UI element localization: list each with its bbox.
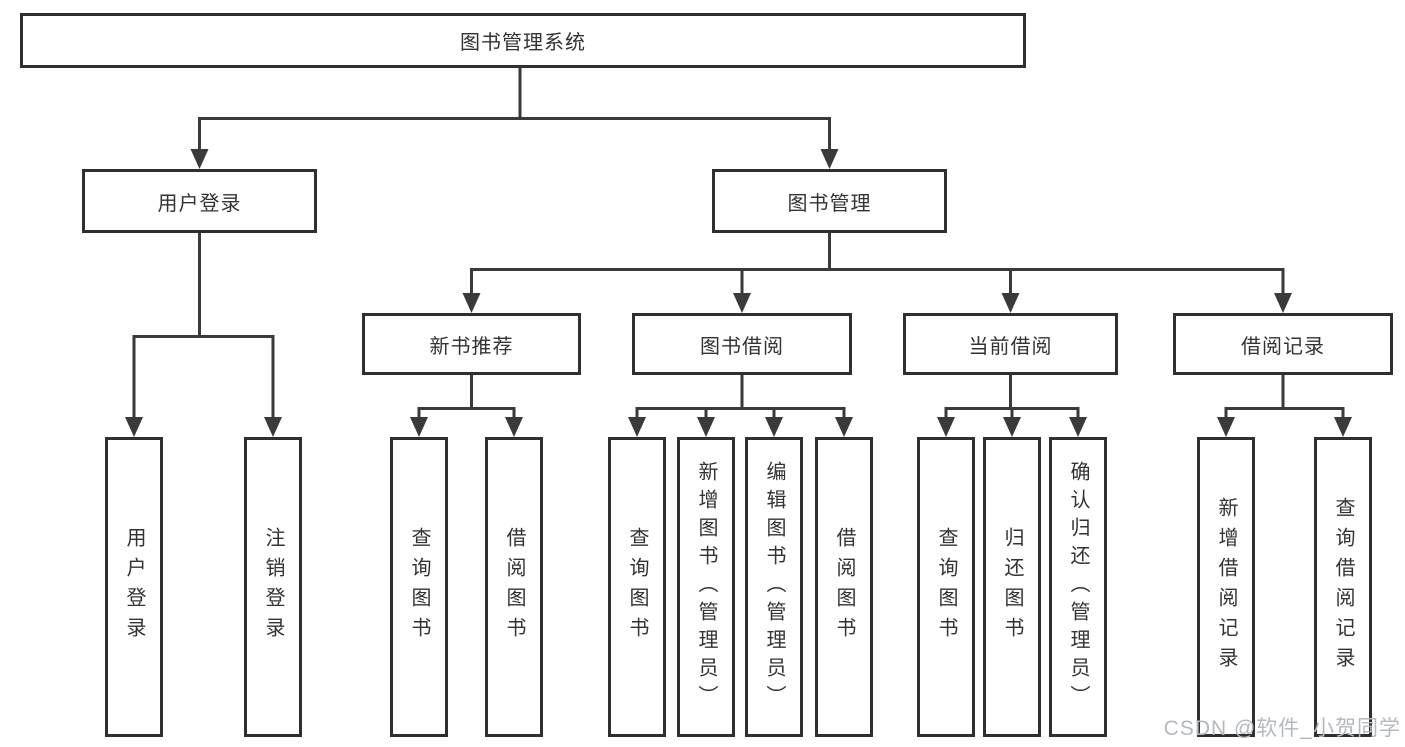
node-leaf-borrow-book: 借阅图书 — [815, 437, 873, 737]
node-leaf-borrow-book-recommend: 借阅图书 — [485, 437, 543, 737]
node-label: 注销登录 — [262, 527, 284, 647]
node-leaf-query-books-borrow: 查询图书 — [608, 437, 666, 737]
node-leaf-edit-book-admin: 编辑图书（管理员） — [745, 437, 803, 737]
node-leaf-logout: 注销登录 — [244, 437, 302, 737]
node-leaf-user-login: 用户登录 — [105, 437, 163, 737]
node-label: 查询图书 — [626, 527, 648, 647]
node-current-borrowing: 当前借阅 — [903, 313, 1118, 375]
node-label: 新增图书（管理员） — [695, 461, 717, 713]
node-label: 借阅记录 — [1241, 335, 1325, 358]
node-label: 查询借阅记录 — [1332, 497, 1354, 677]
node-new-book-recommend: 新书推荐 — [362, 313, 581, 375]
node-leaf-query-borrow-record: 查询借阅记录 — [1314, 437, 1372, 737]
node-borrow-records: 借阅记录 — [1173, 313, 1393, 375]
arrowhead-icons — [125, 149, 1352, 437]
node-label: 编辑图书（管理员） — [763, 461, 785, 713]
node-label: 用户登录 — [157, 192, 242, 215]
node-book-management: 图书管理 — [712, 169, 947, 233]
node-leaf-confirm-return-admin: 确认归还（管理员） — [1049, 437, 1107, 737]
node-label: 当前借阅 — [968, 335, 1053, 358]
node-label: 新书推荐 — [429, 335, 514, 358]
node-label: 图书管理 — [787, 192, 872, 215]
node-label: 确认归还（管理员） — [1067, 461, 1089, 713]
node-user-login: 用户登录 — [82, 169, 317, 233]
node-label: 查询图书 — [408, 527, 430, 647]
node-label: 查询图书 — [935, 527, 957, 647]
node-leaf-add-book-admin: 新增图书（管理员） — [677, 437, 735, 737]
tree-edges — [132, 68, 1345, 420]
node-leaf-query-books-recommend: 查询图书 — [390, 437, 448, 737]
node-leaf-add-borrow-record: 新增借阅记录 — [1197, 437, 1255, 737]
node-label: 借阅图书 — [833, 527, 855, 647]
node-label: 新增借阅记录 — [1215, 497, 1237, 677]
node-label: 借阅图书 — [503, 527, 525, 647]
node-label: 用户登录 — [123, 527, 145, 647]
node-label: 图书借阅 — [700, 335, 784, 358]
node-root-system: 图书管理系统 — [20, 13, 1026, 68]
node-leaf-query-books-current: 查询图书 — [917, 437, 975, 737]
node-leaf-return-book: 归还图书 — [983, 437, 1041, 737]
node-label: 归还图书 — [1001, 527, 1023, 647]
node-label: 图书管理系统 — [460, 32, 586, 54]
node-book-borrowing: 图书借阅 — [632, 313, 852, 375]
